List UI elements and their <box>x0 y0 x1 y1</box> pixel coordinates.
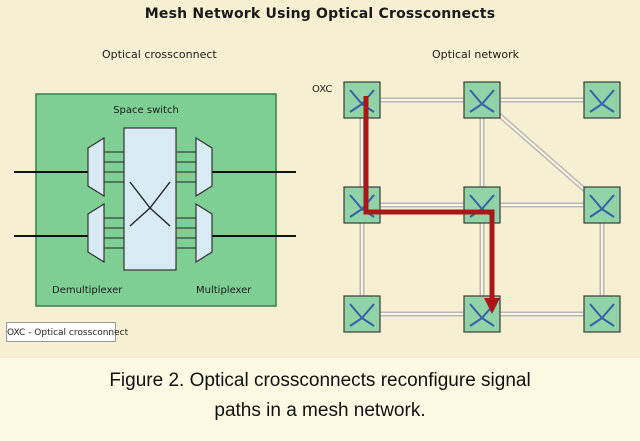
multiplexer-top <box>195 136 213 198</box>
oxc-node-1 <box>343 81 381 119</box>
space-switch <box>123 127 177 271</box>
demultiplexer-bottom <box>87 202 105 264</box>
caption-line-2: paths in a mesh network. <box>214 400 426 421</box>
oxc-node-6 <box>583 186 621 224</box>
figure-caption: Figure 2. Optical crossconnects reconfig… <box>0 366 640 426</box>
oxc-node-4 <box>343 186 381 224</box>
multiplexer-label: Multiplexer <box>196 285 252 296</box>
space-switch-label: Space switch <box>113 105 179 116</box>
oxc-node-9 <box>583 295 621 333</box>
right-panel-heading: Optical network <box>432 48 520 61</box>
switch-cross <box>129 181 171 227</box>
oxc-node-3 <box>583 81 621 119</box>
legend-box: OXC - Optical crossconnect <box>6 322 128 342</box>
optical-crossconnect-diagram: Space switch Demultiplexer Multiplexer <box>14 93 296 307</box>
signal-path-arrowhead <box>484 298 500 314</box>
oxc-label: OXC <box>312 84 332 95</box>
oxc-node-2 <box>463 81 501 119</box>
demultiplexer-label: Demultiplexer <box>52 285 123 296</box>
caption-line-1: Figure 2. Optical crossconnects reconfig… <box>109 370 531 391</box>
oxc-node-5 <box>463 186 501 224</box>
signal-path <box>363 96 495 300</box>
multiplexer-bottom <box>195 202 213 264</box>
figure-title: Mesh Network Using Optical Crossconnects <box>144 6 496 22</box>
left-panel-heading: Optical crossconnect <box>102 48 217 61</box>
oxc-node-7 <box>343 295 381 333</box>
demultiplexer-top <box>87 136 105 198</box>
oxc-nodes <box>343 81 621 333</box>
optical-network-diagram: OXC <box>312 81 621 333</box>
